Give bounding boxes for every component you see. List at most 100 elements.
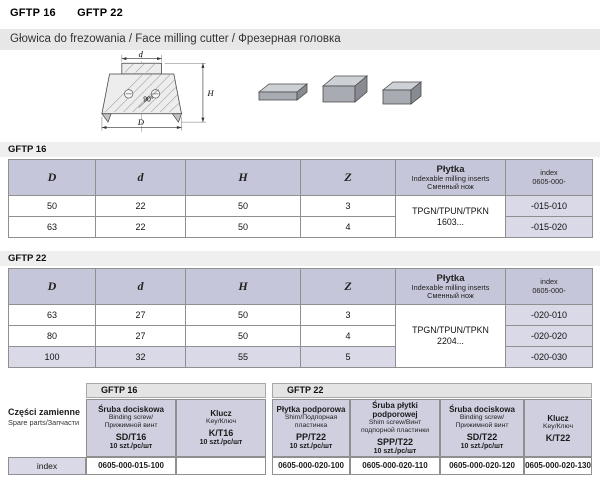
part-code: SD/T22 <box>466 432 498 442</box>
part-code: PP/T22 <box>295 432 326 442</box>
cell-index: -020-020 <box>505 325 593 347</box>
spares-group-gftp16: GFTP 16 <box>86 383 266 398</box>
part-name: Śruba dociskowa <box>449 405 515 414</box>
spares-left-title: Części zamienne <box>8 407 81 417</box>
spares-left-subtitle: Spare parts/Запчасти <box>8 418 80 427</box>
cell-d: 22 <box>95 195 186 217</box>
col-header-insert: Płytka Indexable milling inserts Сменный… <box>395 159 506 196</box>
part-name: Płytka podporowa <box>276 405 346 414</box>
cell-Z: 3 <box>300 195 396 217</box>
cell-d: 32 <box>95 346 186 368</box>
col-header-D: D <box>8 159 96 196</box>
part-qty: 10 szt./pc/шт <box>289 443 333 450</box>
cell-H: 50 <box>185 304 301 326</box>
index-header-line2: 0605-000- <box>532 176 566 186</box>
cell-H: 50 <box>185 195 301 217</box>
index-header-line1: index <box>540 168 558 177</box>
cell-d: 27 <box>95 304 186 326</box>
cell-d: 22 <box>95 216 186 238</box>
col-header-Z: Z <box>300 268 396 305</box>
insert-type-cell: TPGN/TPUN/TPKN 2204... <box>395 304 506 368</box>
cell-index: -020-030 <box>505 346 593 368</box>
insert-type-cell: TPGN/TPUN/TPKN 1603... <box>395 195 506 238</box>
section-label-gftp22: GFTP 22 <box>0 251 600 266</box>
part-code: K/T16 <box>208 428 234 438</box>
part-sub2: пластинка <box>294 422 328 429</box>
model-gftp16-label: GFTP 16 <box>10 7 56 19</box>
part-name: Klucz <box>210 409 232 418</box>
gftp16-table: D d H Z Płytka Indexable milling inserts… <box>8 159 593 238</box>
part-code: SPP/T22 <box>376 436 414 447</box>
spares-left-label: Części zamienne Spare parts/Запчасти <box>8 407 84 427</box>
section-label-gftp16-text: GFTP 16 <box>8 144 47 155</box>
part-name: Śruba dociskowa <box>98 405 164 414</box>
spare-parts-section: GFTP 16 GFTP 22 Części zamienne Spare pa… <box>8 383 592 476</box>
page-header: GFTP 16 GFTP 22 <box>10 7 141 19</box>
cell-H: 50 <box>185 216 301 238</box>
cell-H: 50 <box>185 325 301 347</box>
spare-part-cell: Klucz Key/Ключ K/T22 <box>524 399 592 457</box>
cell-Z: 3 <box>300 304 396 326</box>
insert-header-ru: Сменный нож <box>427 291 474 300</box>
part-sub1: Shim screw/Винт <box>368 418 422 426</box>
gftp22-table: D d H Z Płytka Indexable milling inserts… <box>8 268 593 368</box>
model-gftp22-label: GFTP 22 <box>77 7 123 19</box>
part-sub2: подпорной пластинки <box>361 426 429 434</box>
spare-index-cell: 0605-000-020-120 <box>440 457 524 475</box>
gftp16-header-row: D d H Z Płytka Indexable milling inserts… <box>8 159 593 196</box>
col-header-index: index 0605-000- <box>505 159 593 196</box>
part-code: K/T22 <box>545 432 571 443</box>
table-row: 100 32 55 5 -020-030 <box>8 346 593 368</box>
dim-d-label: d <box>139 50 144 59</box>
part-qty: 10 szt./pc/шт <box>199 439 243 446</box>
gftp16-table-wrap: D d H Z Płytka Indexable milling inserts… <box>8 159 593 238</box>
cell-d: 27 <box>95 325 186 347</box>
part-sub1: Binding screw/ <box>108 414 154 421</box>
cell-D: 63 <box>8 216 96 238</box>
col-header-index: index 0605-000- <box>505 268 593 305</box>
spare-part-cell: Śruba dociskowa Binding screw/ Прижимной… <box>440 399 524 457</box>
cell-D: 50 <box>8 195 96 217</box>
table-row: 50 22 50 3 TPGN/TPUN/TPKN 1603... -015-0… <box>8 195 593 238</box>
col-header-d: d <box>95 268 186 305</box>
cutter-drawing: d D H 90° <box>101 50 215 134</box>
col-header-H: H <box>185 159 301 196</box>
cell-index: -015-010 <box>505 195 593 217</box>
cell-H: 55 <box>185 346 301 368</box>
spare-part-cell: Płytka podporowa Shim/Подпорная пластинк… <box>272 399 350 457</box>
spare-part-cell: Śruba dociskowa Binding screw/ Прижимной… <box>86 399 176 457</box>
cell-index: -015-020 <box>505 216 593 238</box>
spares-group-gftp22: GFTP 22 <box>272 383 592 398</box>
dim-H-label: H <box>207 89 215 98</box>
angle-90-label: 90° <box>143 96 154 104</box>
gftp22-table-wrap: D d H Z Płytka Indexable milling inserts… <box>8 268 593 368</box>
gftp22-header-row: D d H Z Płytka Indexable milling inserts… <box>8 268 593 305</box>
spare-index-cell: 0605-000-020-130 <box>524 457 592 475</box>
insert-header-title: Płytka <box>436 163 465 175</box>
part-name: Śruba płytki podporowej <box>372 400 418 419</box>
dim-D-label: D <box>137 118 144 127</box>
insert-header-en: Indexable milling inserts <box>411 173 490 183</box>
part-sub1: Key/Ключ <box>205 418 236 425</box>
cell-D: 80 <box>8 325 96 347</box>
part-name: Klucz <box>547 413 569 423</box>
spare-index-cell <box>176 457 266 475</box>
table-row: 63 27 50 3 TPGN/TPUN/TPKN 2204... -020-0… <box>8 304 593 368</box>
table-row: 80 27 50 4 -020-020 <box>8 325 593 347</box>
part-sub1: Binding screw/ <box>459 414 505 421</box>
spare-part-cell: Śruba płytki podporowej Shim screw/Винт … <box>350 399 440 457</box>
spares-index-label: index <box>8 457 86 475</box>
part-sub1: Shim/Подпорная <box>284 414 338 421</box>
inserts-drawing <box>257 75 423 105</box>
cell-Z: 4 <box>300 216 396 238</box>
col-header-Z: Z <box>300 159 396 196</box>
cell-D: 63 <box>8 304 96 326</box>
cell-Z: 4 <box>300 325 396 347</box>
part-sub1: Key/Ключ <box>542 422 573 430</box>
spare-index-cell: 0605-000-015-100 <box>86 457 176 475</box>
col-header-d: d <box>95 159 186 196</box>
col-header-D: D <box>8 268 96 305</box>
insert-type-line2: 1603... <box>437 216 464 227</box>
col-header-H: H <box>185 268 301 305</box>
